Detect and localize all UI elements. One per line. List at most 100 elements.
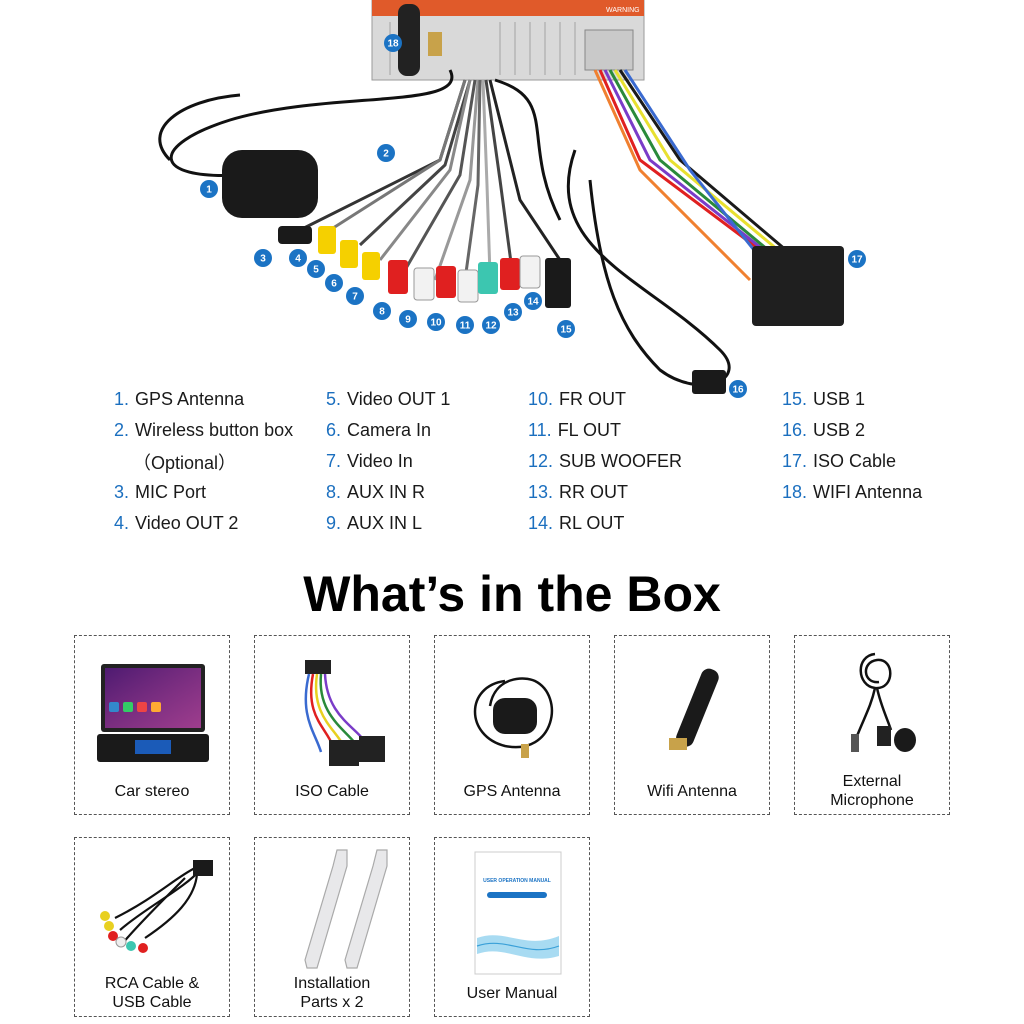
callout-badge-7: 7 — [346, 287, 364, 305]
legend-item-label: Video OUT 2 — [135, 513, 239, 533]
box-item-caption-line: USB Cable — [112, 994, 192, 1011]
legend-item-number: 8. — [326, 482, 342, 502]
box-item-caption-line: User Manual — [466, 985, 558, 1002]
legend-item: 8.AUX IN R — [326, 477, 450, 508]
svg-text:4: 4 — [295, 254, 301, 265]
iso-harness — [593, 69, 801, 282]
legend-item: 2.Wireless button box — [114, 415, 293, 446]
microphone-icon — [851, 652, 916, 752]
wifi-antenna-icon — [669, 668, 719, 750]
svg-text:17: 17 — [851, 255, 863, 266]
legend-item-number: 2. — [114, 420, 130, 440]
wiring-diagram: WARNING — [158, 0, 866, 398]
legend-item-label: ISO Cable — [813, 451, 897, 471]
legend-item-number: 15. — [782, 389, 808, 409]
svg-text:10: 10 — [430, 318, 442, 329]
box-item-card: ISO Cable — [254, 635, 410, 815]
box-item-caption-line: External — [842, 773, 902, 790]
box-item-card: Wifi Antenna — [614, 635, 770, 815]
box-item-caption: User Manual — [435, 984, 589, 1003]
legend-item-number: 11. — [528, 420, 552, 440]
callout-badge-15: 15 — [557, 320, 575, 338]
legend-item-label: USB 2 — [813, 420, 866, 440]
rca-plugs — [278, 226, 571, 308]
box-item-card: RCA Cable & USB Cable — [74, 837, 230, 1017]
legend-item-label: FR OUT — [559, 389, 627, 409]
svg-text:16: 16 — [732, 385, 744, 396]
legend-item-label: RR OUT — [559, 482, 629, 502]
callout-badge-4: 4 — [289, 249, 307, 267]
legend-item-label: USB 1 — [813, 389, 866, 409]
legend-item: 11.FL OUT — [528, 415, 682, 446]
svg-text:5: 5 — [313, 265, 319, 276]
legend-item-number: 9. — [326, 513, 342, 533]
legend-item: 13.RR OUT — [528, 477, 682, 508]
legend-item-label: GPS Antenna — [135, 389, 245, 409]
legend-item-label: SUB WOOFER — [559, 451, 683, 471]
legend-item-number: 17. — [782, 451, 808, 471]
svg-text:11: 11 — [460, 321, 471, 332]
warning-label: WARNING — [606, 7, 640, 14]
rca-bundle — [299, 78, 562, 281]
legend-item: 3.MIC Port — [114, 477, 293, 508]
box-item-caption-line: RCA Cable & — [104, 975, 200, 992]
legend-item-label: Camera In — [347, 420, 432, 440]
box-item-caption-line: Microphone — [830, 792, 914, 809]
legend-item-label: Video OUT 1 — [347, 389, 451, 409]
legend-item: 17.ISO Cable — [782, 446, 922, 477]
gps-antenna-part — [158, 69, 454, 218]
legend-item: 6.Camera In — [326, 415, 450, 446]
box-item-card: GPS Antenna — [434, 635, 590, 815]
rca-usb-cable-icon — [100, 860, 213, 953]
svg-text:2: 2 — [383, 149, 389, 160]
legend-item: 5.Video OUT 1 — [326, 384, 450, 415]
callout-badge-16: 16 — [729, 380, 747, 398]
legend-item-number: 5. — [326, 389, 342, 409]
installation-parts-icon — [304, 849, 388, 969]
iso-cable-icon — [304, 660, 385, 766]
box-item-caption-line: GPS Antenna — [463, 783, 561, 800]
legend-item-note: （Optional） — [133, 452, 237, 473]
gps-antenna-icon — [473, 677, 554, 758]
callout-badge-1: 1 — [200, 180, 218, 198]
legend-item-number: 4. — [114, 513, 130, 533]
legend-item-label: FL OUT — [557, 420, 622, 440]
legend-item-number: 10. — [528, 389, 554, 409]
box-item-caption: Wifi Antenna — [615, 782, 769, 801]
legend-item: 4.Video OUT 2 — [114, 508, 293, 539]
svg-text:7: 7 — [352, 292, 358, 303]
svg-text:12: 12 — [485, 321, 497, 332]
legend-item: 16.USB 2 — [782, 415, 922, 446]
callout-badge-3: 3 — [254, 249, 272, 267]
svg-text:3: 3 — [260, 254, 266, 265]
legend-item-number: 13. — [528, 482, 554, 502]
box-item-caption-line: ISO Cable — [295, 783, 369, 800]
legend-item-number: 1. — [114, 389, 130, 409]
legend-item-number: 12. — [528, 451, 554, 471]
legend-item: 15.USB 1 — [782, 384, 922, 415]
legend-item-number: 16. — [782, 420, 808, 440]
svg-text:9: 9 — [405, 315, 411, 326]
box-item-caption-line: Parts x 2 — [300, 994, 364, 1011]
callout-badge-10: 10 — [427, 313, 445, 331]
legend-item-number: 14. — [528, 513, 554, 533]
legend-item-number: 6. — [326, 420, 342, 440]
box-item-caption: GPS Antenna — [435, 782, 589, 801]
callout-badge-14: 14 — [524, 292, 542, 310]
user-manual-icon: USER OPERATION MANUAL — [474, 851, 562, 975]
callout-badge-12: 12 — [482, 316, 500, 334]
legend-item-label: AUX IN L — [347, 513, 423, 533]
legend-item: 7.Video In — [326, 446, 450, 477]
legend-item: 12.SUB WOOFER — [528, 446, 682, 477]
box-item-caption-line: Car stereo — [114, 783, 190, 800]
box-item-card: Car stereo — [74, 635, 230, 815]
callout-badge-5: 5 — [307, 260, 325, 278]
legend-item: 1.GPS Antenna — [114, 384, 293, 415]
svg-text:6: 6 — [331, 279, 337, 290]
